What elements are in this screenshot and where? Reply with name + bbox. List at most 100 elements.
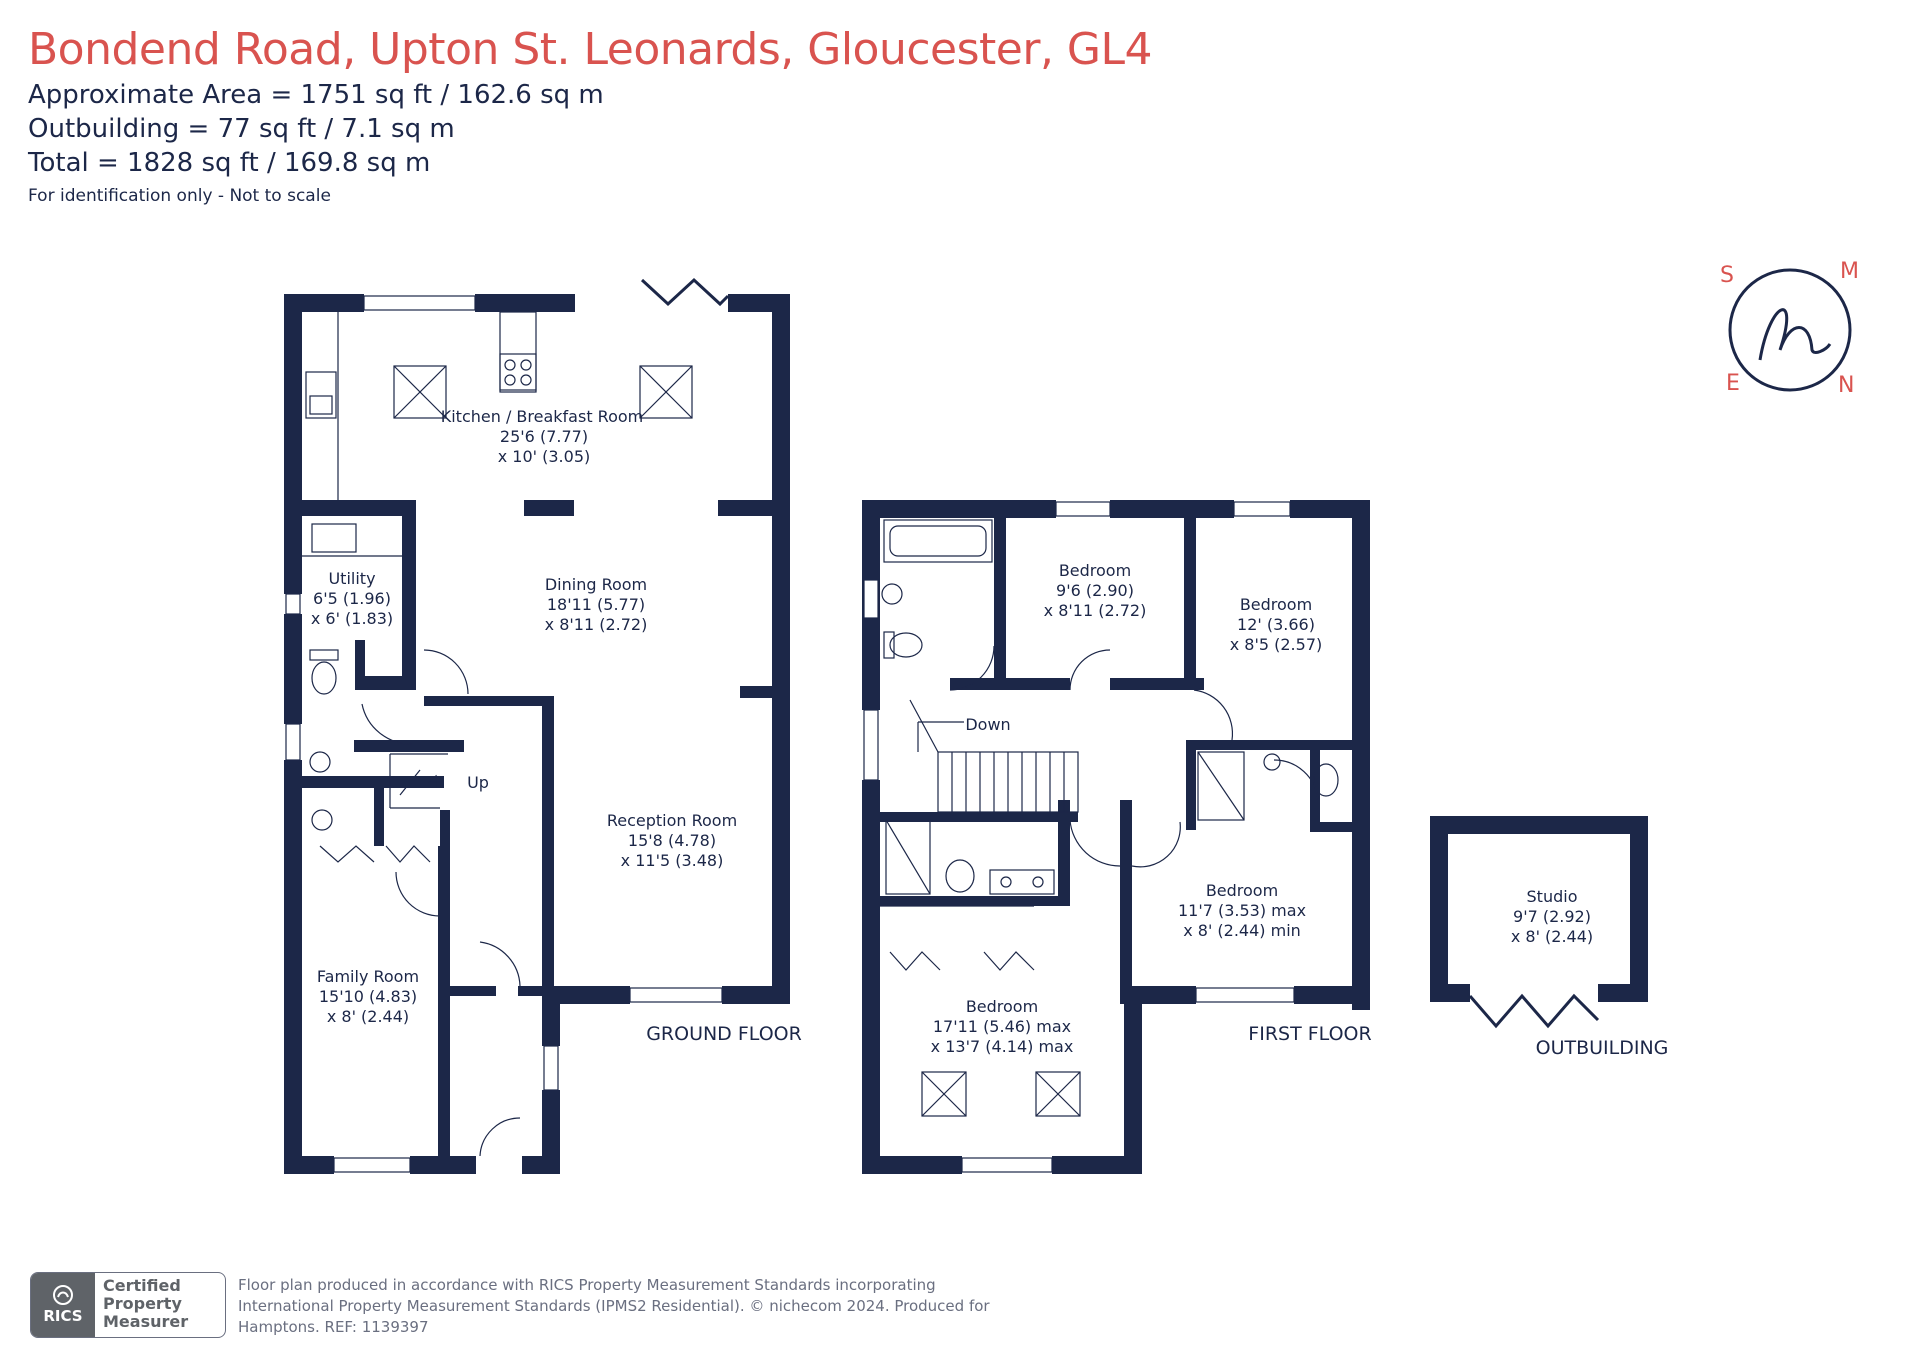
rics-logo: RICS (31, 1273, 95, 1337)
bed2-name: Bedroom (1240, 595, 1312, 614)
window (333, 1157, 411, 1173)
ff-wall-left-lower (862, 780, 880, 1174)
ff-wall-bed4-right (1124, 986, 1142, 1174)
wall-reception-bottom-left (542, 986, 630, 1004)
wall-left-upper (284, 294, 302, 594)
property-title: Bondend Road, Upton St. Leonards, Glouce… (28, 24, 1153, 75)
basin-icon (881, 583, 903, 605)
sink-icon (305, 371, 337, 419)
vanity-icon (989, 869, 1055, 895)
ff-wall-ensuite-top (1186, 740, 1360, 750)
toilet-icon (311, 661, 337, 695)
ob-wall-bottom-right (1598, 984, 1648, 1002)
ff-wall-top-left (862, 500, 1056, 518)
rics-badge: RICS Certified Property Measurer (30, 1272, 226, 1338)
reception-dim1: 15'8 (4.78) (628, 831, 716, 850)
wall-bottom-right (522, 1156, 560, 1174)
toilet-icon (1313, 763, 1339, 797)
wall-porch-top-right (518, 986, 548, 996)
toilet-icon (889, 632, 923, 658)
approximate-area: Approximate Area = 1751 sq ft / 162.6 sq… (28, 80, 604, 110)
logo-mark (1758, 308, 1832, 361)
bed3-dim2: x 8' (2.44) min (1183, 921, 1301, 940)
logo-ring (1728, 268, 1852, 392)
ff-wall-ensuite-bottom (1320, 822, 1360, 832)
reception-dim2: x 11'5 (3.48) (621, 851, 724, 870)
ff-wall-stairs-bottom (872, 812, 1078, 822)
wall-top-mid (475, 294, 575, 312)
boiler-icon (311, 809, 333, 831)
footer-notice: Floor plan produced in accordance with R… (238, 1275, 998, 1338)
utility-sink-icon (311, 523, 357, 553)
ff-wall-top-right (1290, 500, 1370, 518)
bed4-name: Bedroom (966, 997, 1038, 1016)
footer-line2: International Property Measurement Stand… (238, 1297, 990, 1315)
bed4-dim2: x 13'7 (4.14) max (931, 1037, 1074, 1056)
dining-dim1: 18'11 (5.77) (547, 595, 645, 614)
ff-wall-ensuite-left (1186, 740, 1196, 830)
bifold-door-kitchen (640, 277, 730, 307)
bifold-doors (640, 277, 1600, 1029)
wall-left-lower (284, 760, 302, 1174)
bed2-dim1: 12' (3.66) (1237, 615, 1315, 634)
window (629, 987, 723, 1003)
ff-wall-top-mid (1110, 500, 1234, 518)
dining-dim2: x 8'11 (2.72) (545, 615, 648, 634)
rics-line2: Property (103, 1294, 182, 1313)
first-floor-label: FIRST FLOOR (1248, 1023, 1371, 1045)
windows (285, 295, 1295, 1173)
rics-certification: Certified Property Measurer (95, 1273, 225, 1337)
wall-cupboard-divider (374, 776, 384, 846)
ff-wall-shower-right (1058, 800, 1070, 906)
ff-wall-bath-right (994, 510, 1006, 690)
basin-icon (1263, 753, 1281, 771)
shower-icon (1197, 751, 1245, 821)
window (543, 1045, 559, 1091)
wall-kitchen-bottom-left (284, 500, 414, 516)
bed2-dim2: x 8'5 (2.57) (1230, 635, 1323, 654)
wall-utility-bottom (355, 676, 415, 690)
wall-wc-right (355, 640, 365, 690)
ff-wall-bed1-bottom-left (994, 678, 1070, 690)
wall-family-right-lower (438, 986, 450, 1174)
ground-floor-labels: Kitchen / Breakfast Room 25'6 (7.77) x 1… (311, 407, 802, 1045)
first-floor-labels: Bedroom 9'6 (2.90) x 8'11 (2.72) Bedroom… (931, 561, 1372, 1056)
window (285, 723, 301, 761)
window (863, 709, 879, 781)
bed3-dim1: 11'7 (3.53) max (1178, 901, 1306, 920)
ob-wall-bottom-left (1430, 984, 1470, 1002)
fittings (302, 311, 1339, 1157)
skylight-icon (1035, 1071, 1081, 1117)
kitchen-dim1: 25'6 (7.77) (500, 427, 588, 446)
ob-wall-right (1630, 816, 1648, 1002)
wall-porch-top-left (438, 986, 496, 996)
wall-top-left (284, 294, 364, 312)
lion-icon (53, 1285, 73, 1305)
reception-name: Reception Room (607, 811, 737, 830)
hob-icon (499, 353, 537, 391)
wall-reception-left (542, 696, 554, 996)
bed4-dim1: 17'11 (5.46) max (933, 1017, 1071, 1036)
wall-kitchen-bottom-right (718, 500, 778, 516)
ground-floor-label: GROUND FLOOR (646, 1023, 802, 1045)
wall-bottom-mid (410, 1156, 476, 1174)
logo-letter-n: N (1838, 373, 1854, 398)
footer-line3: Hamptons. REF: 1139397 (238, 1318, 429, 1336)
ff-wall-bed1-right (1184, 510, 1196, 690)
ob-wall-left (1430, 816, 1448, 1002)
wall-right (772, 294, 790, 1004)
utility-name: Utility (328, 569, 375, 588)
ff-wall-bed3-bottom-right (1294, 986, 1370, 1004)
wall-kitchen-pier (524, 500, 574, 516)
scale-disclaimer: For identification only - Not to scale (28, 186, 331, 206)
bed1-name: Bedroom (1059, 561, 1131, 580)
skylight-icon (639, 365, 693, 419)
wall-bottom-left (284, 1156, 334, 1174)
skylight-icon (921, 1071, 967, 1117)
family-dim1: 15'10 (4.83) (319, 987, 417, 1006)
outbuilding-labels: Studio 9'7 (2.92) x 8' (2.44) OUTBUILDIN… (1511, 887, 1669, 1059)
window (1195, 987, 1295, 1003)
basin-icon (309, 751, 331, 773)
window (285, 593, 301, 615)
outbuilding-area: Outbuilding = 77 sq ft / 7.1 sq m (28, 114, 455, 144)
